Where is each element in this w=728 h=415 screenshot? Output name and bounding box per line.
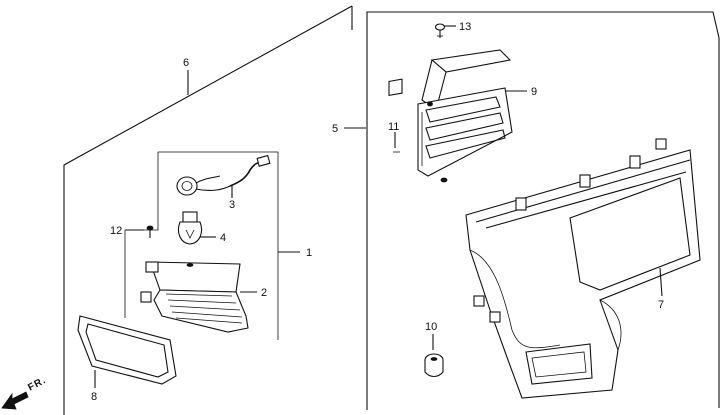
callout-13: 13 bbox=[459, 21, 471, 33]
part-11-clip bbox=[388, 78, 403, 153]
part-2-lamp-housing bbox=[140, 261, 249, 333]
callout-10: 10 bbox=[425, 321, 437, 333]
callout-7: 7 bbox=[658, 299, 664, 311]
assembly-6-outline bbox=[63, 5, 353, 415]
callout-4: 4 bbox=[220, 232, 226, 244]
part-7-garnish bbox=[465, 138, 701, 399]
leader-lines bbox=[94, 25, 663, 388]
part-13-clip bbox=[434, 23, 446, 38]
part-9-grille bbox=[417, 49, 513, 183]
part-3-socket-harness bbox=[176, 154, 271, 196]
callout-12: 12 bbox=[110, 225, 122, 237]
front-direction-arrow bbox=[1, 391, 29, 410]
callout-11: 11 bbox=[388, 121, 399, 133]
part-8-gasket bbox=[77, 315, 177, 385]
callout-3: 3 bbox=[229, 199, 235, 211]
callout-1: 1 bbox=[306, 247, 312, 259]
callout-2: 2 bbox=[261, 287, 267, 299]
callout-5: 5 bbox=[332, 123, 338, 135]
part-12-screw bbox=[146, 225, 154, 238]
front-direction-label: FR. bbox=[26, 375, 48, 394]
part-4-bulb bbox=[177, 211, 203, 245]
assembly-5-outline bbox=[366, 11, 720, 410]
part-10-grommet bbox=[424, 353, 444, 378]
callout-9: 9 bbox=[531, 86, 537, 98]
callout-8: 8 bbox=[91, 391, 97, 403]
callout-6: 6 bbox=[183, 57, 189, 69]
